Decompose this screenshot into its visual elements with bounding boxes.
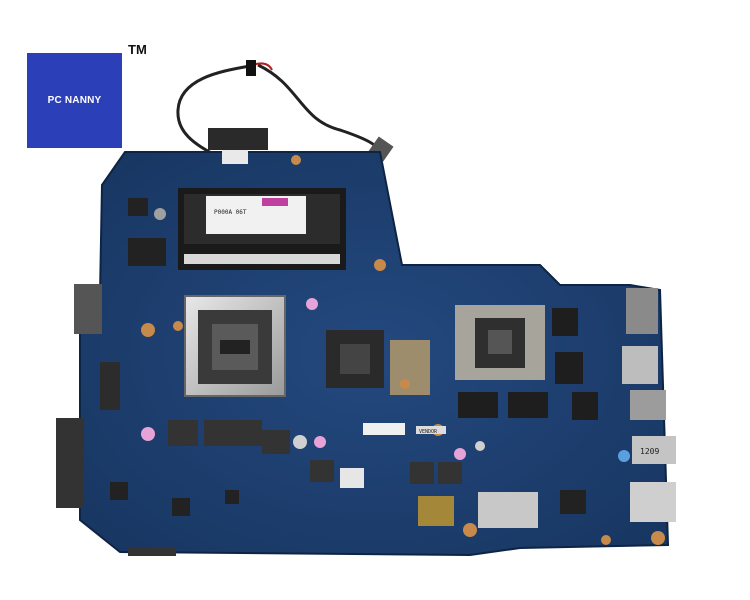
hdmi-port [630,390,666,420]
ic-chip [110,482,128,500]
capacitor [306,298,318,310]
capacitor [454,448,466,460]
sticker-text: VENDOR [419,429,438,435]
ic-chip [172,498,190,516]
capacitor [293,435,307,449]
ic-chip [128,198,148,216]
capacitor [618,450,630,462]
cable-connector-plug [246,60,256,76]
screw-hole [141,323,155,337]
inductor [262,430,290,454]
capacitor [141,427,155,441]
inductor [438,462,462,484]
ic-chip [560,490,586,514]
hdd-connector [56,418,84,508]
ram-sticker-text: P000A 06T [214,209,247,216]
screw-hole [291,155,301,165]
brand-logo-text: PC NANNY [47,95,102,106]
usb-port [632,436,676,464]
tape-patch [390,340,430,395]
vram-chip [555,352,583,384]
brand-logo: PC NANNY [27,53,122,148]
screw-hole [651,531,665,545]
ram-sticker [206,196,306,234]
shield-patch [478,492,538,528]
trademark-symbol: TM [128,42,147,57]
ic-chip [225,490,239,504]
power-jack-header [222,150,248,164]
vram-chip [552,308,578,336]
side-header [100,362,120,410]
power-cable [176,60,394,162]
inductor [410,462,434,484]
screw-hole [601,535,611,545]
battery-connector [208,128,268,150]
shield-patch [340,468,364,488]
inductor [310,460,334,482]
ram-slot: P000A 06T [178,188,346,270]
small-sticker [363,423,405,435]
screw-hole [463,523,477,537]
screw-hole [374,259,386,271]
screw-hole [173,321,183,331]
capacitor [154,208,166,220]
sata-connector [74,284,102,334]
bottom-connector [128,548,176,556]
cpu-socket [184,295,286,397]
usb-port [630,482,676,522]
vram-chip [458,392,498,418]
screw-hole [400,379,410,389]
small-sticker [416,426,446,434]
vga-port [626,288,658,334]
kapton-tape [418,496,454,526]
vram-chip [572,392,598,420]
ethernet-port [622,346,658,384]
ic-chip [128,238,166,266]
capacitor [475,441,485,451]
inductor [168,420,198,446]
vram-chip [508,392,548,418]
inductor [204,420,234,446]
inductor [232,420,262,446]
port-label: 1209 [640,447,659,456]
capacitor [314,436,326,448]
